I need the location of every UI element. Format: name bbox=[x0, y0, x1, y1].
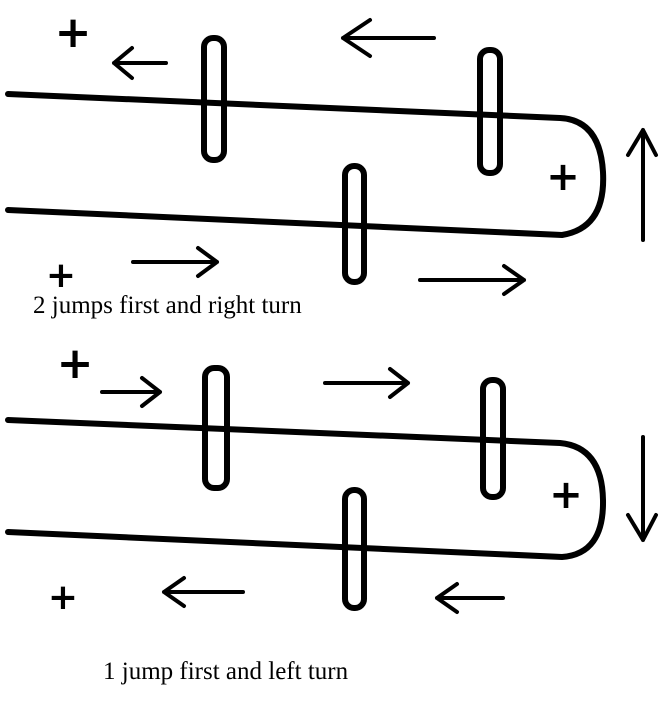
top-jump-1 bbox=[201, 35, 227, 163]
top-u-path bbox=[5, 91, 607, 238]
top-arrow-left-small bbox=[112, 46, 168, 80]
top-diagram: + + + bbox=[5, 7, 658, 296]
bottom-diagram: + + + bbox=[5, 338, 658, 618]
caption-bottom: 1 jump first and left turn bbox=[103, 658, 349, 685]
top-arrow-left-large bbox=[341, 18, 436, 58]
bottom-jump-3 bbox=[342, 487, 367, 611]
top-plus-left-upper: + bbox=[55, 7, 92, 58]
caption-top: 2 jumps first and right turn bbox=[33, 292, 302, 319]
bottom-jump-1 bbox=[202, 365, 230, 491]
bottom-arrow-right-large bbox=[323, 367, 410, 399]
top-plus-left-lower: + bbox=[46, 255, 76, 296]
top-jump-2 bbox=[477, 47, 503, 176]
bottom-u-path bbox=[5, 417, 607, 560]
bottom-jump-2 bbox=[480, 377, 506, 500]
bottom-arrow-left-small bbox=[162, 576, 245, 608]
bottom-plus-left-lower: + bbox=[48, 577, 78, 618]
top-arrow-up-vertical bbox=[626, 128, 658, 242]
top-arrow-right-large bbox=[418, 264, 526, 296]
top-plus-inside-turn: + bbox=[546, 154, 580, 200]
bottom-arrow-right-small bbox=[100, 376, 162, 408]
bottom-arrow-left-large bbox=[435, 582, 505, 614]
bottom-plus-inside-turn: + bbox=[549, 472, 583, 518]
bottom-arrow-down-vertical bbox=[626, 435, 658, 542]
top-jump-3 bbox=[342, 163, 367, 285]
bottom-plus-left-upper: + bbox=[57, 338, 94, 389]
top-arrow-right-small bbox=[131, 246, 219, 278]
